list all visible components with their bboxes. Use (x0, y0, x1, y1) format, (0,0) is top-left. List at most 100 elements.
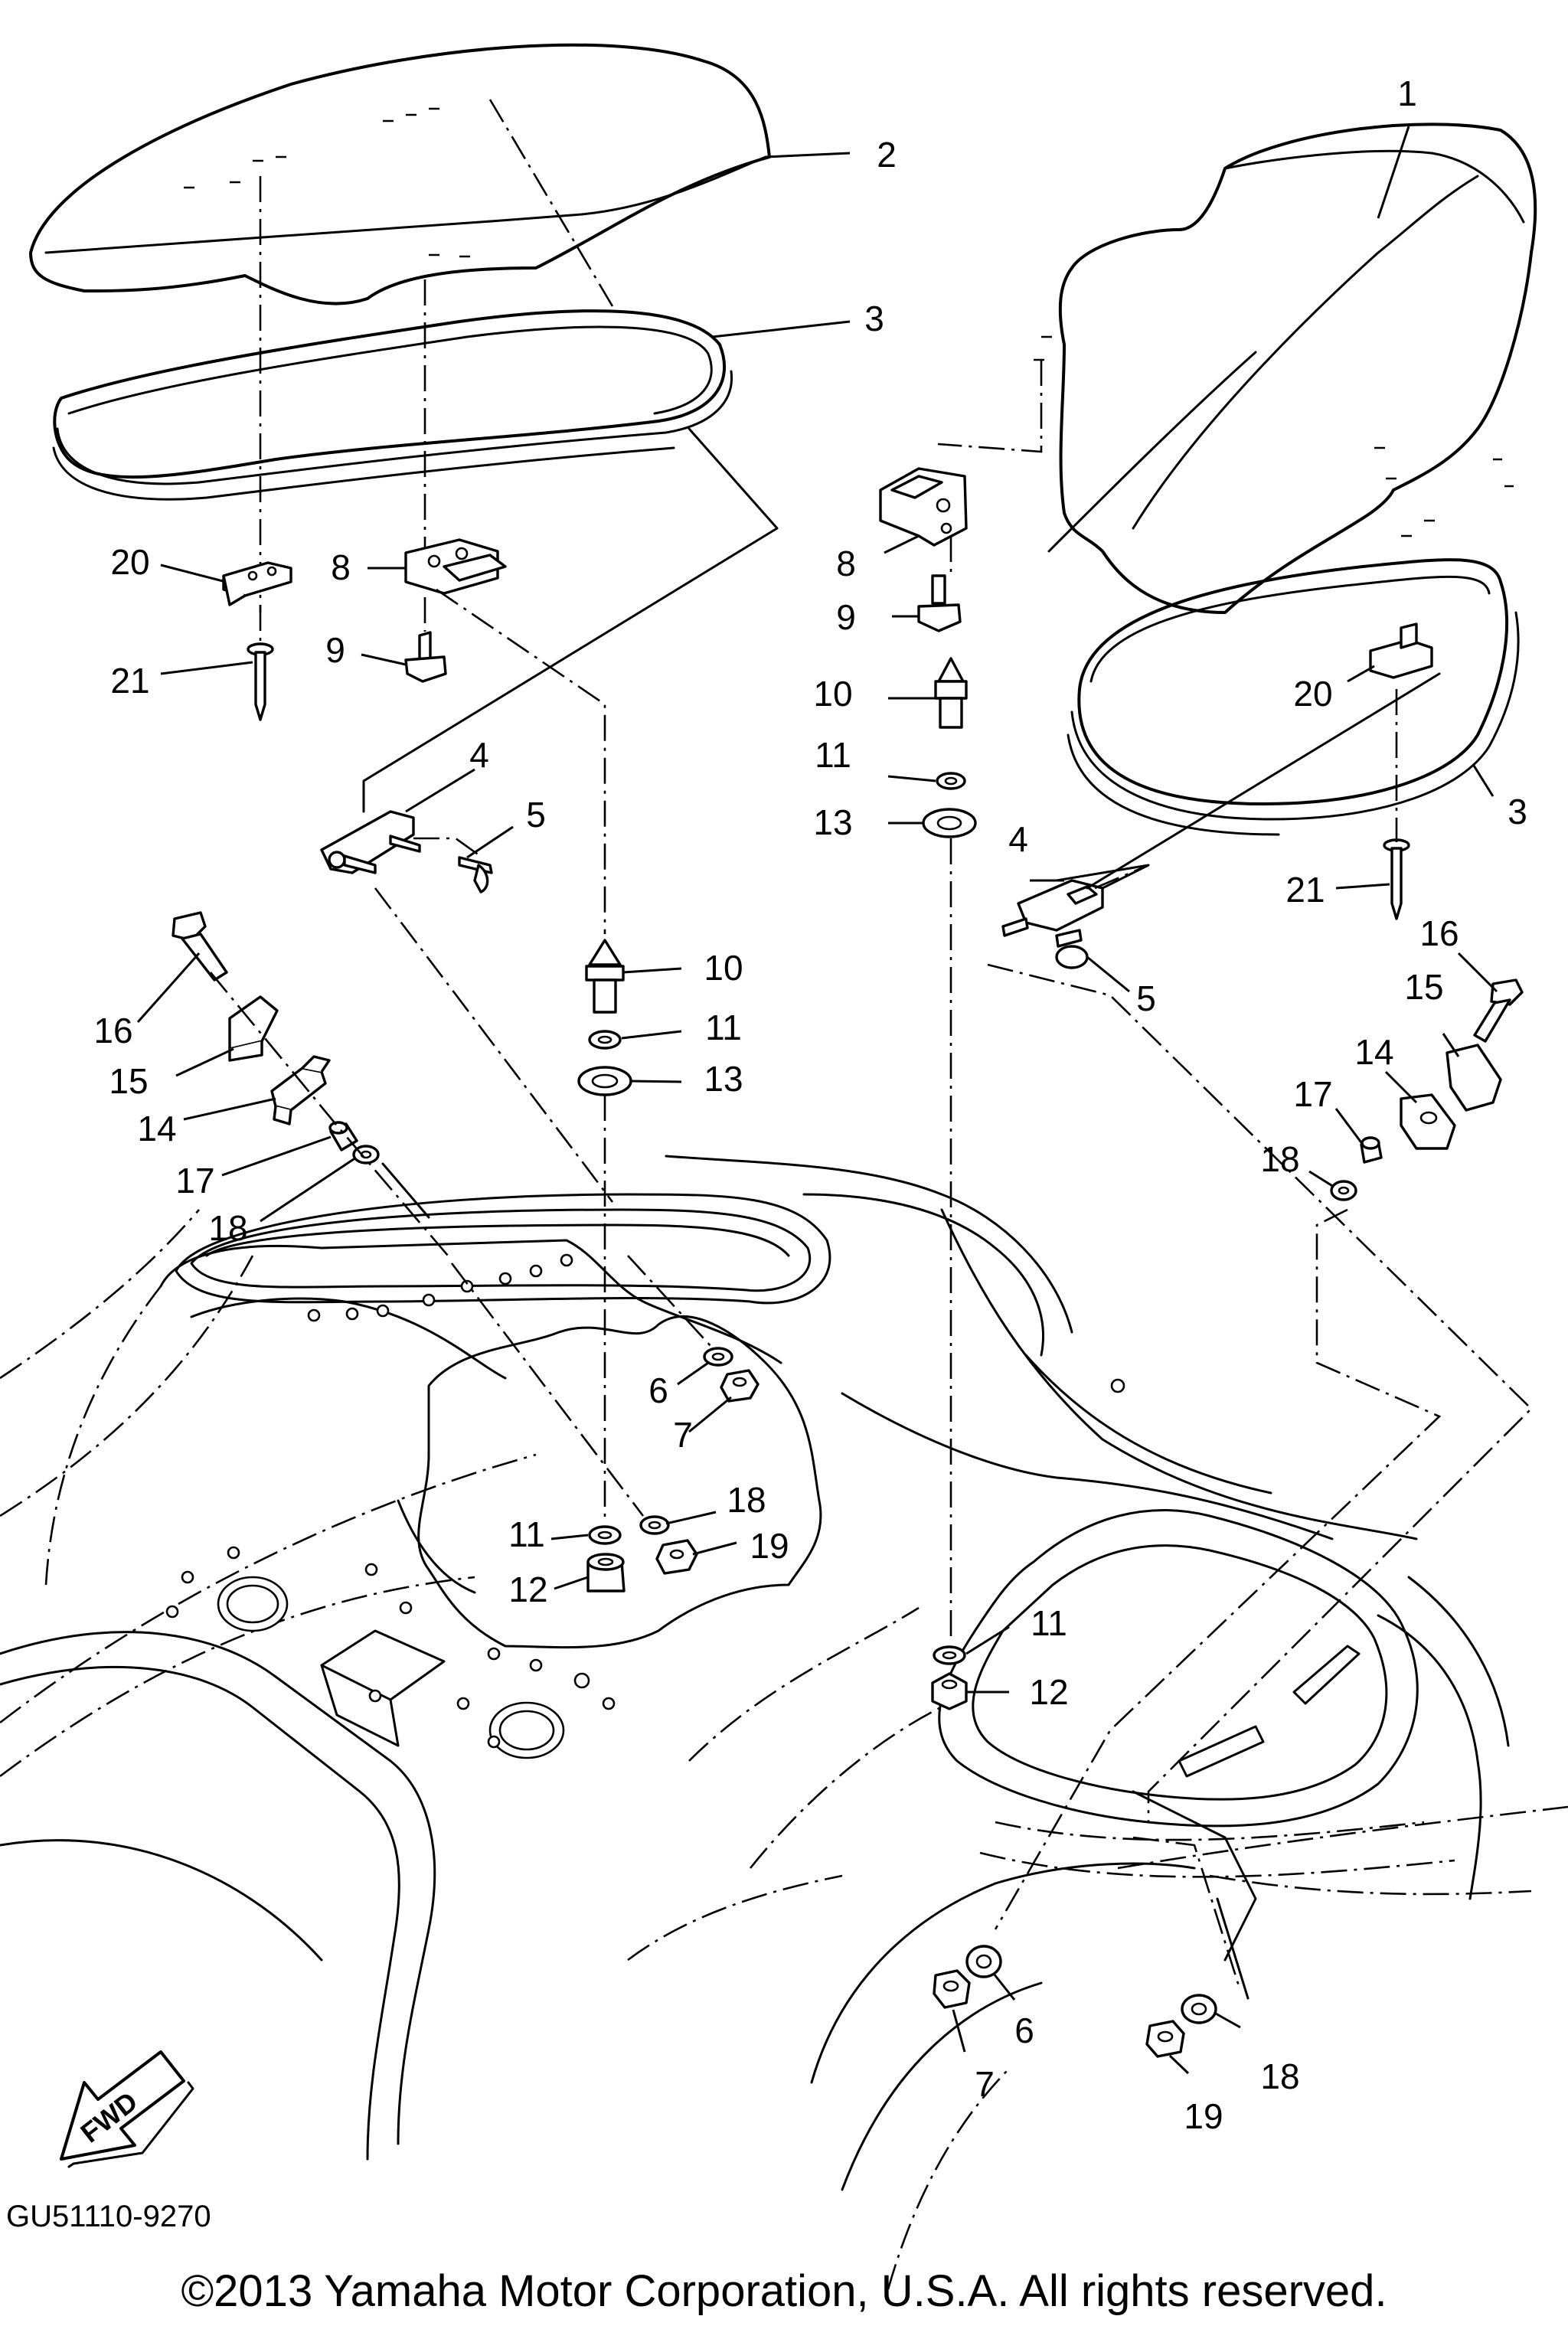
washer-6-center (703, 1347, 733, 1367)
callout-8: 8 (331, 547, 351, 587)
callout-17: 17 (1293, 1074, 1332, 1114)
nut-7-bottom (933, 1969, 971, 2009)
copyright-notice: ©2013 Yamaha Motor Corporation, U.S.A. A… (181, 2266, 1387, 2316)
screw-5-left (458, 856, 493, 893)
callout-3: 3 (1508, 792, 1527, 831)
callout-18: 18 (1260, 2056, 1299, 2096)
fwd-arrow: FWD (60, 2050, 194, 2168)
bolt-16-right (1473, 978, 1524, 1043)
callout-14: 14 (137, 1109, 176, 1148)
washer-13-right (922, 808, 977, 838)
callout-15: 15 (109, 1061, 148, 1101)
callout-9: 9 (325, 630, 345, 670)
seat-hook-bracket-right (1369, 622, 1433, 679)
washer-13-left (577, 1066, 632, 1096)
callout-21: 21 (1285, 870, 1325, 910)
callout-7: 7 (673, 1415, 693, 1455)
front-seat-dashes (184, 107, 470, 258)
callout-7: 7 (975, 2064, 995, 2104)
clip-15-left (228, 995, 279, 1062)
washer-18-right (1330, 1180, 1357, 1201)
hinge-bracket-left (320, 810, 421, 874)
rear-seat-dashes (1034, 335, 1514, 537)
nut-7-center (720, 1369, 760, 1403)
pin-left (247, 642, 274, 721)
callout-labels: 1 2 3 3 4 4 5 5 6 6 7 7 8 8 9 9 10 10 11… (93, 74, 1527, 2136)
bolt-9-right (917, 574, 962, 632)
holder-14-left (270, 1055, 331, 1125)
callout-16: 16 (93, 1011, 132, 1050)
striker-10-right (934, 657, 968, 729)
rear-seat-seal (1067, 558, 1520, 836)
pin-right (1383, 838, 1410, 920)
callout-11: 11 (508, 1514, 545, 1554)
washer-11-right (936, 772, 966, 790)
washer-18-bottom (1181, 1994, 1217, 2024)
callout-9: 9 (836, 597, 856, 637)
holder-14-right (1400, 1093, 1456, 1150)
callout-11: 11 (1031, 1603, 1067, 1643)
nut-12-right (931, 1672, 968, 1710)
assembly-lines (209, 427, 1533, 2000)
pan-holes (307, 1253, 1125, 1393)
callout-15: 15 (1404, 967, 1443, 1007)
seat-hook-bracket-left (222, 561, 292, 606)
callout-18: 18 (208, 1208, 247, 1248)
callout-2: 2 (877, 135, 897, 175)
callout-6: 6 (1014, 2011, 1034, 2050)
callout-13: 13 (704, 1059, 743, 1099)
callout-10: 10 (813, 674, 852, 714)
callout-18: 18 (727, 1480, 766, 1520)
washer-6-bottom (965, 1945, 1002, 1978)
deck-holes (165, 1546, 616, 1749)
callout-20: 20 (110, 542, 149, 582)
callout-19: 19 (750, 1526, 789, 1566)
callout-12: 12 (1029, 1672, 1068, 1712)
callout-20: 20 (1293, 674, 1332, 714)
clip-15-right (1446, 1044, 1502, 1112)
rear-seat (937, 122, 1537, 614)
bolt-16-left (172, 911, 228, 982)
washer-18-left (352, 1145, 380, 1165)
nut-12-center (586, 1553, 626, 1592)
diagram-code: GU51110-9270 (6, 2200, 211, 2233)
seat-lock-bracket-right (879, 467, 968, 547)
callout-11: 11 (705, 1008, 742, 1047)
collar-17-left (328, 1121, 358, 1152)
callout-17: 17 (175, 1161, 214, 1200)
callout-4: 4 (469, 735, 489, 775)
leader-lines (136, 126, 1498, 2075)
front-seat (29, 43, 771, 612)
callout-13: 13 (813, 802, 852, 842)
callout-19: 19 (1184, 2096, 1223, 2136)
screw-5-right (1055, 929, 1089, 969)
callout-16: 16 (1419, 913, 1459, 953)
callout-4: 4 (1008, 819, 1028, 859)
callout-3: 3 (864, 299, 884, 338)
callout-21: 21 (110, 661, 149, 701)
washer-11-left (588, 1030, 622, 1050)
callout-8: 8 (836, 544, 856, 583)
hull-deck (0, 1155, 1568, 2290)
nut-19-center (655, 1539, 698, 1575)
seat-lock-bracket-left (404, 538, 507, 595)
striker-10-left (585, 939, 625, 1014)
fwd-label: FWD (74, 2086, 143, 2149)
hinge-bracket-right (1001, 879, 1104, 937)
washer-11-right-lower (933, 1645, 966, 1665)
callout-12: 12 (508, 1570, 547, 1609)
front-seat-seal (52, 309, 733, 501)
callout-14: 14 (1354, 1032, 1393, 1072)
callout-10: 10 (704, 948, 743, 988)
callout-11: 11 (815, 735, 851, 775)
callout-5: 5 (1136, 978, 1156, 1018)
callout-18: 18 (1260, 1139, 1299, 1179)
washer-11-center (588, 1525, 622, 1545)
collar-17-right (1360, 1136, 1383, 1164)
bolt-9-left (404, 631, 447, 683)
callout-6: 6 (648, 1370, 668, 1410)
callout-5: 5 (526, 795, 546, 835)
callout-1: 1 (1397, 74, 1417, 113)
washer-18-center (639, 1515, 670, 1535)
